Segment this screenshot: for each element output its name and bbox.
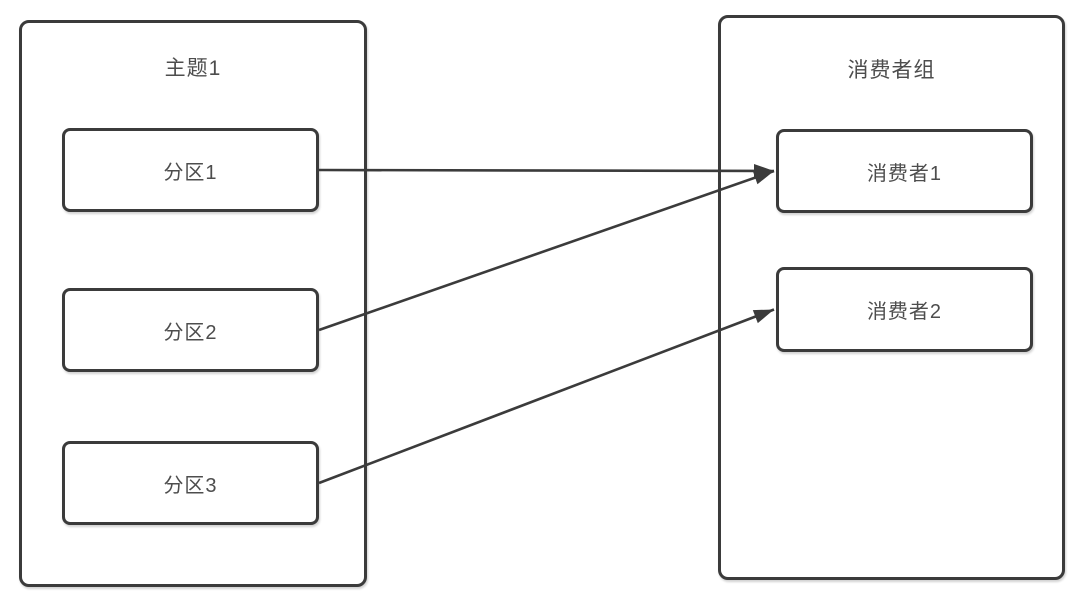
- group-consumer-group-title: 消费者组: [847, 59, 936, 82]
- node-partition-3-label: 分区3: [163, 474, 218, 497]
- group-topic-1: 主题1 分区1 分区2 分区3: [19, 20, 367, 587]
- node-partition-2: 分区2: [62, 288, 319, 372]
- node-consumer-2-label: 消费者2: [866, 301, 943, 323]
- node-consumer-2: 消费者2: [776, 267, 1033, 352]
- group-topic-1-title: 主题1: [164, 57, 222, 80]
- edge-partition-2-to-consumer-1: [318, 169, 775, 332]
- group-consumer-group: 消费者组 消费者1 消费者2: [718, 15, 1065, 580]
- node-consumer-1-label: 消费者1: [866, 162, 943, 185]
- node-partition-1-label: 分区1: [163, 161, 218, 184]
- node-partition-1: 分区1: [62, 128, 319, 212]
- edge-partition-1-to-consumer-1: [318, 163, 775, 178]
- node-consumer-1: 消费者1: [776, 129, 1033, 213]
- node-partition-2-label: 分区2: [163, 321, 218, 344]
- node-partition-3: 分区3: [62, 441, 319, 525]
- edge-partition-3-to-consumer-2: [318, 308, 775, 485]
